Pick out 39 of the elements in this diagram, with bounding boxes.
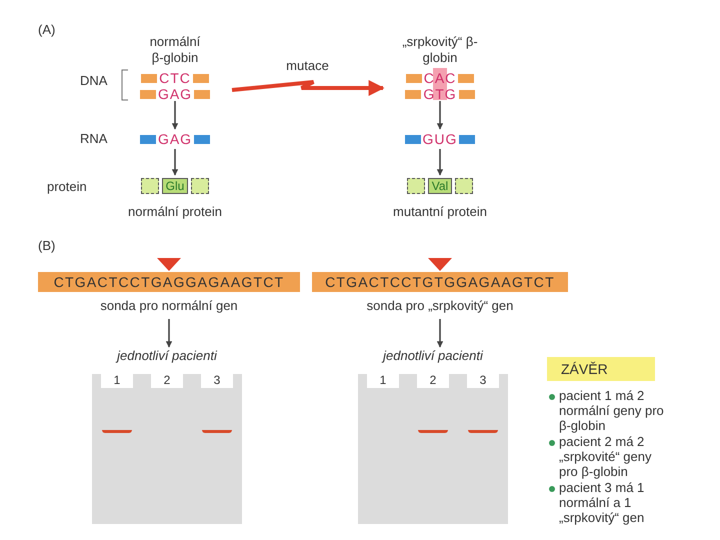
- gene-heading: normální β-globin: [148, 34, 202, 66]
- row-label: protein: [47, 179, 87, 194]
- dna-probe: CTGACTCCTGAGGAGAAGTCT: [38, 272, 300, 292]
- lane-number: 3: [201, 374, 233, 388]
- gel-heading: jednotliví pacienti: [380, 348, 484, 365]
- panel-label: (B): [38, 238, 56, 253]
- lane-number: 2: [151, 374, 183, 388]
- arrow: [436, 101, 444, 130]
- node-label: sonda pro normální gen: [99, 298, 239, 313]
- gel-heading: jednotliví pacienti: [114, 348, 218, 365]
- node-label: sonda pro „srpkovitý“ gen: [366, 298, 514, 313]
- conclusion-box: [547, 357, 655, 381]
- node-label: normální protein: [127, 204, 223, 219]
- panel-label: (A): [38, 22, 56, 37]
- codon-label: GAG: [158, 86, 192, 102]
- lane-number: 1: [367, 374, 399, 388]
- arrow: [172, 149, 178, 176]
- lane-number: 3: [467, 374, 499, 388]
- dna-probe: CTGACTCCTGTGGAGAAGTCT: [312, 272, 568, 292]
- codon-label: CTC: [159, 70, 191, 86]
- codon-label: CAC: [424, 70, 456, 86]
- arrow: [436, 149, 444, 176]
- gene-heading: „srpkovitý“ β-globin: [401, 34, 479, 66]
- codon-label: GAG: [158, 131, 192, 147]
- codon-label: GUG: [422, 131, 458, 147]
- amino-acid-label: Glu: [162, 178, 188, 194]
- codon-label: GTG: [423, 86, 457, 102]
- lane-number: 1: [101, 374, 133, 388]
- lane-number: 2: [417, 374, 449, 388]
- conclusion-heading: ZÁVĚR: [560, 360, 609, 379]
- arrow: [436, 319, 444, 348]
- arrow: [166, 319, 172, 348]
- row-label: DNA: [80, 73, 108, 88]
- node-label: mutantní protein: [392, 204, 488, 219]
- row-label: RNA: [80, 131, 108, 146]
- amino-acid-label: Val: [428, 178, 452, 194]
- arrow: [172, 101, 178, 130]
- arrow: [232, 80, 385, 96]
- conclusion-text: pacient 3 má 1 normální a 1 „srpkovitý“ gen: [559, 480, 646, 525]
